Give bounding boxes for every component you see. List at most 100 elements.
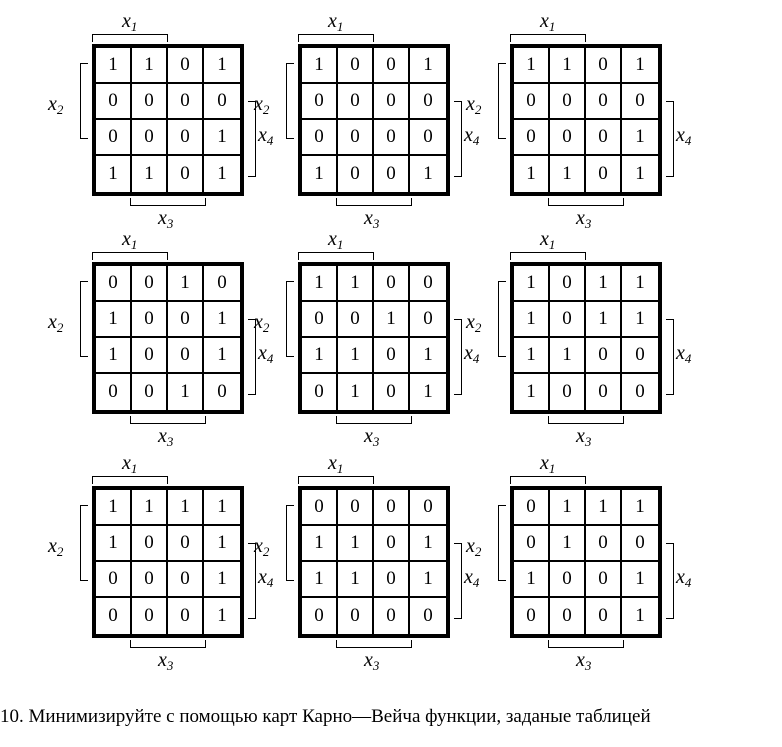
x3-bracket (336, 198, 412, 206)
map-cell: 1 (586, 302, 622, 338)
x4-bracket (666, 543, 674, 619)
map-cell: 0 (302, 374, 338, 410)
x3-bracket (548, 198, 624, 206)
variable-index: 4 (266, 575, 274, 590)
map-cell: 1 (423, 163, 433, 184)
x1-bracket (510, 34, 586, 42)
x2-bracket (286, 281, 294, 357)
map-cell: 0 (586, 374, 622, 410)
map-cell: 1 (204, 562, 240, 598)
x2-label: x2 (466, 312, 481, 334)
map-cell: 1 (622, 562, 658, 598)
x4-label: x4 (258, 343, 273, 365)
x2-bracket (80, 281, 88, 357)
variable-index: 3 (372, 434, 380, 449)
x3-label: x3 (364, 208, 379, 230)
map-cell: 0 (586, 120, 622, 156)
map-cell: 0 (204, 84, 240, 120)
map-cell: 0 (514, 598, 550, 634)
x4-label: x4 (464, 567, 479, 589)
x4-bracket (454, 543, 462, 619)
map-cell: 0 (550, 562, 586, 598)
variable-index: 2 (56, 544, 64, 559)
map-cell: 1 (338, 526, 374, 562)
x1-bracket (298, 476, 374, 484)
x4-label: x4 (676, 343, 691, 365)
variable-index: 1 (336, 237, 344, 252)
x4-bracket (248, 319, 256, 395)
map-cell: 0 (132, 84, 168, 120)
map-cell: 0 (96, 84, 132, 120)
map-cell: 0 (550, 120, 586, 156)
variable-index: 4 (472, 133, 480, 148)
map-cell: 1 (622, 48, 658, 84)
variable-letter: x (364, 425, 373, 447)
x1-bracket (92, 252, 168, 260)
x2-label: x2 (466, 536, 481, 558)
variable-letter: x (466, 93, 475, 115)
map-cell: 0 (374, 84, 410, 120)
variable-index: 3 (166, 434, 174, 449)
map-cell: 0 (410, 120, 446, 156)
map-cell: 1 (132, 48, 168, 84)
variable-letter: x (48, 535, 57, 557)
map-cell: 1 (302, 526, 338, 562)
map-cell: 1 (514, 302, 550, 338)
variable-index: 3 (166, 216, 174, 231)
variable-letter: x (464, 566, 473, 588)
variable-letter: x (122, 228, 131, 250)
map-cell: 1 (204, 526, 240, 562)
variable-letter: x (364, 649, 373, 671)
map-cell: 0 (132, 526, 168, 562)
map-cell: 0 (374, 526, 410, 562)
map-cell: 0 (168, 338, 204, 374)
map-cell: 1 (338, 562, 374, 598)
variable-index: 2 (474, 544, 482, 559)
map-cell: 0 (96, 562, 132, 598)
x3-label: x3 (576, 650, 591, 672)
map-cell: 1 (302, 156, 338, 192)
variable-index: 2 (262, 102, 270, 117)
variable-letter: x (328, 228, 337, 250)
map-cell: 1 (132, 490, 168, 526)
x2-bracket (498, 505, 506, 581)
map-cell: 1 (550, 338, 586, 374)
map-cell: 1 (622, 120, 658, 156)
map-cell: 0 (586, 526, 622, 562)
variable-letter: x (464, 342, 473, 364)
map-cell: 1 (96, 490, 132, 526)
map-cell: 1 (168, 490, 204, 526)
x1-bracket (510, 476, 586, 484)
x2-label: x2 (48, 312, 63, 334)
x1-label: x1 (328, 11, 343, 33)
variable-index: 2 (262, 320, 270, 335)
map-cell: 1 (586, 266, 622, 302)
x2-bracket (80, 63, 88, 139)
x3-label: x3 (364, 650, 379, 672)
variable-letter: x (328, 452, 337, 474)
x4-bracket (666, 319, 674, 395)
map-cell: 1 (338, 374, 374, 410)
variable-letter: x (576, 425, 585, 447)
variable-letter: x (540, 228, 549, 250)
variable-index: 3 (584, 216, 592, 231)
map-cell: 0 (550, 302, 586, 338)
x3-label: x3 (158, 426, 173, 448)
variable-index: 4 (684, 351, 692, 366)
variable-letter: x (676, 124, 685, 146)
variable-index: 4 (472, 351, 480, 366)
x1-label: x1 (540, 229, 555, 251)
x4-label: x4 (258, 125, 273, 147)
map-cell: 1 (132, 156, 168, 192)
x4-label: x4 (676, 567, 691, 589)
map-cell: 0 (168, 302, 204, 338)
